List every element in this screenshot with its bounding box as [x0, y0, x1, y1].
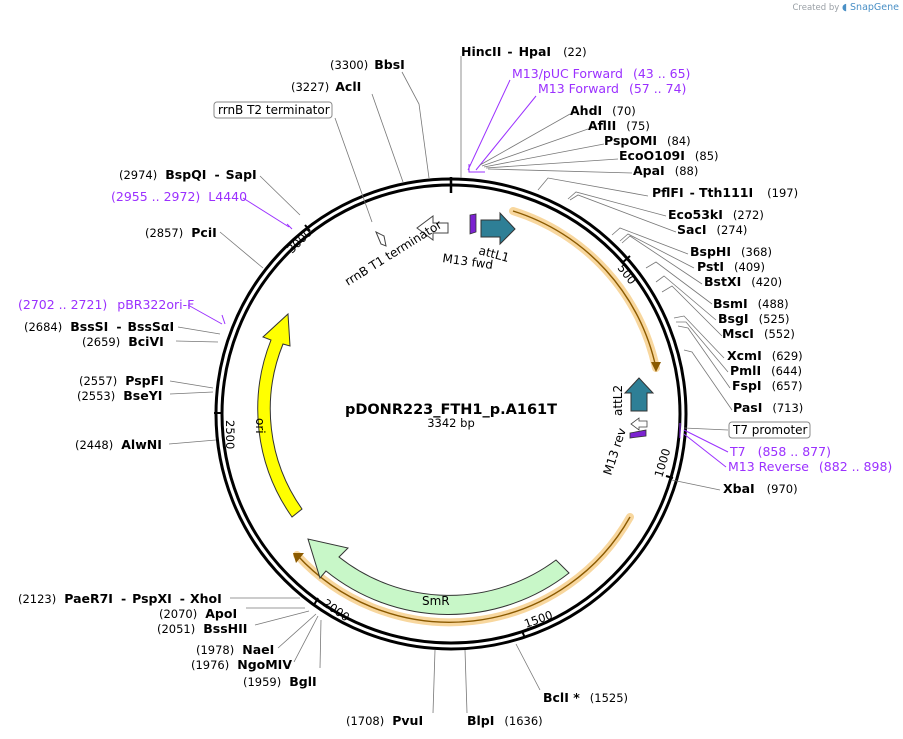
attl1-feature [480, 211, 516, 246]
site-label-pcii: (2857)PciI [145, 225, 217, 240]
site-label-bsshii: (2051)BssHII [157, 621, 247, 636]
site-label-ngomiv: (1976)NgoMIV [191, 657, 292, 672]
site-label-fspi: FspI(657) [732, 378, 803, 393]
smr-feature [307, 538, 570, 615]
site-label-bsgi: BsgI(525) [718, 311, 790, 326]
site-label-naei: (1978)NaeI [196, 642, 274, 657]
site-label-paer7i: (2123)PaeR7I-PspXI-XhoI [18, 591, 222, 606]
site-label-xbai: XbaI(970) [723, 481, 798, 496]
tick-marks: 500 1000 1500 2000 2500 3000 [214, 224, 673, 639]
primer-label-pbr322ori-f: (2702 .. 2721)pBR322ori-F [18, 297, 194, 312]
t7-promoter-box [728, 421, 811, 439]
primer-mark-m13-fwd [468, 164, 485, 173]
site-label-bsmi: BsmI(488) [713, 296, 789, 311]
site-label-pspomi: PspOMI(84) [604, 133, 691, 148]
site-label-pvui: (1708)PvuI [346, 713, 423, 728]
t7-promoter-feature [630, 417, 648, 431]
site-label-bcli: BclI *(1525) [543, 690, 628, 705]
tick-label-1000: 1000 [651, 447, 673, 479]
site-label-bbsi: (3300)BbsI [330, 57, 405, 72]
site-label-apoi: (2070)ApoI [159, 606, 237, 621]
rrnb-t2-box [213, 101, 333, 119]
site-label-saci: SacI(274) [677, 222, 747, 237]
site-label-psti: PstI(409) [697, 259, 765, 274]
site-label-blpi: BlpI(1636) [467, 713, 543, 728]
orf-highlight-1 [509, 207, 660, 372]
site-label-acli: (3227)AclI [291, 79, 361, 94]
orf-line-2 [296, 516, 631, 623]
smr-label: SmR [422, 594, 450, 608]
tick-label-2500: 2500 [223, 420, 237, 449]
site-label-bseyi: (2553)BseYI [77, 388, 162, 403]
site-label-ecoo109i: EcoO109I(85) [619, 148, 719, 163]
rrnb-t1-feature [416, 215, 449, 241]
primer-label-m13-forward: M13 Forward(57 .. 74) [538, 81, 686, 96]
snapgene-logo: ◖ SnapGene [841, 2, 899, 13]
site-label-bstxi: BstXI(420) [704, 274, 782, 289]
credit-prefix: Created by [792, 3, 840, 13]
site-label-pmli: PmlI(644) [730, 363, 802, 378]
orf-line-1 [512, 210, 657, 369]
plasmid-name: pDONR223_FTH1_p.A161T [345, 402, 557, 418]
rrnb-t1-label: rrnB T1 terminator [342, 217, 444, 288]
site-label-pflfi: PflFI-Tth111I(197) [652, 185, 798, 200]
primer-label-t7: T7(858 .. 877) [729, 444, 831, 459]
ori-label: ori [253, 418, 267, 434]
primer-label-m13-reverse: M13 Reverse(882 .. 898) [728, 459, 892, 474]
primer-label-m13-puc-forward: M13/pUC Forward(43 .. 65) [512, 66, 690, 81]
site-label-bsssi: (2684)BssSI-BssSαI [24, 319, 174, 334]
rrnb-t2-feature [375, 230, 387, 247]
site-label-ahdi: AhdI(70) [570, 103, 636, 118]
site-label-hincii: HincII-HpaI(22) [461, 44, 587, 59]
site-label-bgli: (1959)BglI [243, 674, 317, 689]
orf-arrowhead-2 [293, 553, 304, 563]
m13-fwd-feature [469, 213, 477, 235]
site-label-bsphi: BspHI(368) [690, 244, 772, 259]
site-label-xcmi: XcmI(629) [727, 348, 803, 363]
attl2-label: attL2 [611, 385, 625, 416]
site-label-pspfi: (2557)PspFI [79, 373, 164, 388]
m13-rev-label: M13 rev [601, 426, 629, 477]
primer-mark-l4440 [286, 223, 293, 230]
ori-feature [257, 312, 303, 518]
plasmid-length: 3342 bp [427, 416, 475, 430]
primer-label-l4440: (2955 .. 2972)L4440 [111, 189, 247, 204]
attl2-feature [623, 377, 655, 412]
site-label-alwni: (2448)AlwNI [75, 437, 162, 452]
site-label-bcivi: (2659)BciVI [82, 334, 164, 349]
site-label-bspqi: (2974)BspQI-SapI [119, 167, 257, 182]
site-label-pasi: PasI(713) [733, 400, 803, 415]
orf-arrowhead-1 [651, 362, 661, 372]
leader-lines [168, 56, 733, 714]
credit-brand: SnapGene [850, 2, 899, 13]
rrnb-t2-label: rrnB T2 terminator [218, 103, 330, 117]
m13-rev-feature [629, 429, 647, 439]
site-label-msci: MscI(552) [722, 326, 795, 341]
site-label-eco53ki: Eco53kI(272) [668, 207, 764, 222]
t7-promoter-label: T7 promoter [732, 423, 808, 437]
site-label-aflii: AflII(75) [588, 118, 650, 133]
site-label-apai: ApaI(88) [633, 163, 698, 178]
primer-mark-pbr322 [221, 314, 226, 325]
snapgene-credit: Created by ◖ SnapGene [793, 2, 900, 13]
